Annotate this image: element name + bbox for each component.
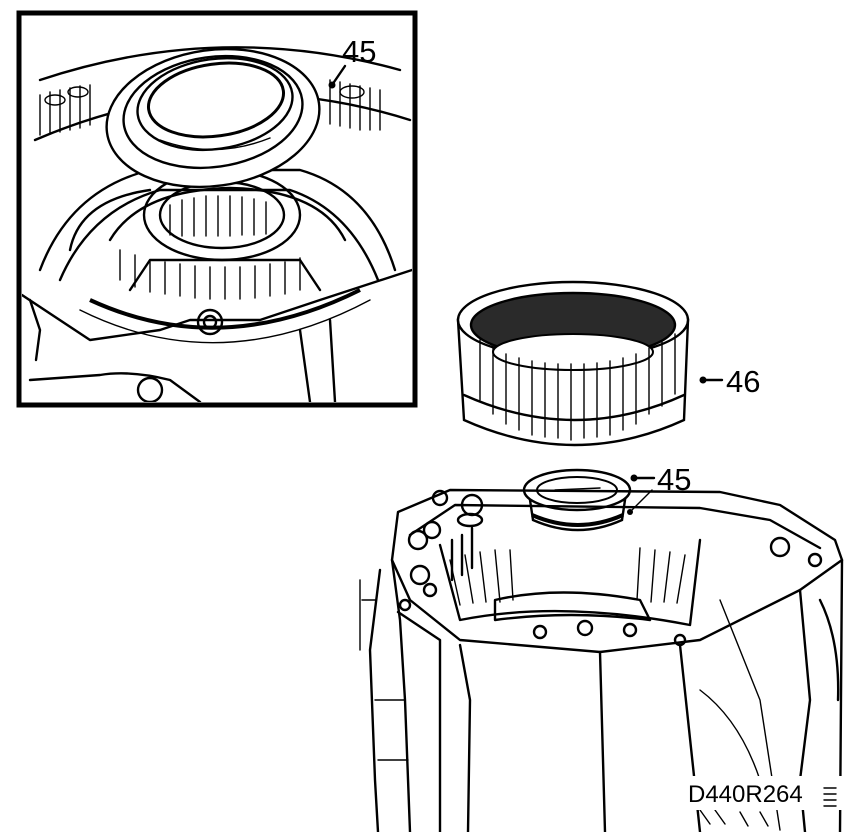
splined-drum	[68, 186, 371, 344]
clutch-springs-left	[39, 84, 91, 136]
svg-text:45: 45	[342, 34, 376, 69]
transmission-case	[359, 488, 844, 832]
svg-text:46: 46	[726, 364, 760, 399]
detail-inset: 45	[16, 10, 418, 408]
inset-thrust-washer	[105, 47, 321, 189]
inset-callout-45: 45	[328, 34, 376, 89]
ring-gear	[456, 280, 690, 447]
svg-text:D440R264: D440R264	[688, 781, 803, 808]
thrust-washer	[522, 468, 632, 532]
figure-id: D440R264	[682, 776, 842, 810]
clutch-springs-right	[329, 79, 381, 131]
callout-46: 46	[699, 364, 760, 399]
